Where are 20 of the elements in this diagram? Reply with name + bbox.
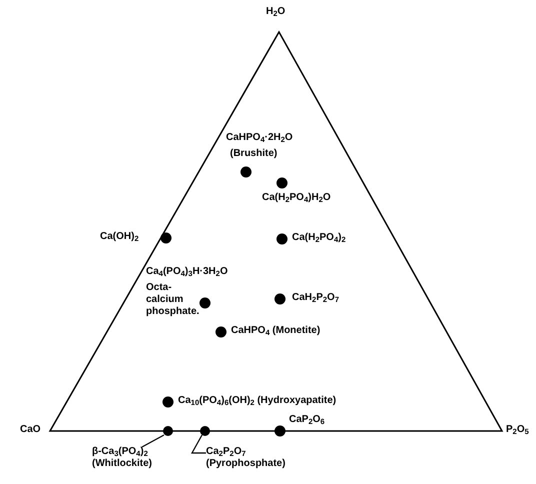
vertex-label: CaO	[20, 424, 41, 436]
compound-label: Ca$_{2}$P$_{2}$O$_{7}$	[206, 446, 246, 458]
compound-label: (Whitlockite)	[92, 458, 152, 470]
vertex-label: H$_{2}$O	[266, 6, 286, 18]
compound-label: Ca$_{4}$(PO$_{4}$)$_{3}$H·3H$_{2}$O	[146, 266, 228, 278]
compound-label: Ca(H$_{2}$PO$_{4}$)H$_{2}$O	[262, 192, 331, 204]
compound-label: CaH$_{2}$P$_{2}$O$_{7}$	[292, 292, 339, 304]
compound-label: CaHPO$_{4}$ (Monetite)	[231, 325, 320, 337]
compound-label: (Brushite)	[230, 148, 278, 160]
vertex-label: P$_{2}$O$_{5}$	[506, 424, 529, 436]
leader-line	[190, 434, 206, 454]
leader-line	[142, 434, 164, 448]
compound-label: β-Ca$_{3}$(PO$_{4}$)$_{2}$	[92, 446, 148, 458]
compound-label: CaP$_{2}$O$_{6}$	[289, 414, 325, 426]
compound-label: CaHPO$_{4}$·2H$_{2}$O	[226, 132, 293, 144]
compound-label: (Pyrophosphate)	[206, 458, 286, 470]
compound-label: Octa- calcium phosphate.	[146, 282, 200, 318]
compound-label: Ca$_{10}$(PO$_{4}$)$_{6}$(OH)$_{2}$ (Hydroxyapatite)	[178, 395, 336, 407]
compound-label: Ca(H$_{2}$PO$_{4}$)$_{2}$	[292, 232, 346, 244]
compound-label: Ca(OH)$_{2}$	[100, 231, 139, 243]
